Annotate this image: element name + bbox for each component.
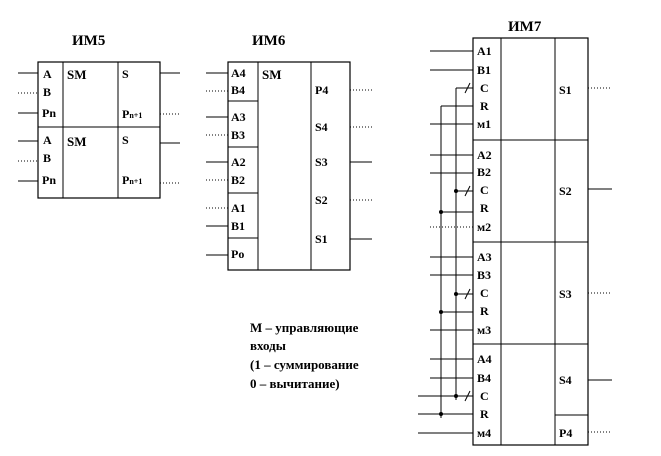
im7-s3-output: S3 — [559, 287, 572, 301]
im5-s1-output-s: S — [122, 67, 129, 81]
im7-s4-input-m: м4 — [477, 426, 491, 440]
im7-carry-output: P4 — [559, 426, 572, 440]
im5-s1-input-a: A — [43, 67, 52, 81]
im5-s1-input-b: B — [43, 85, 51, 99]
im7-s3-input-a3: A3 — [477, 250, 492, 264]
im7-c-junction-3 — [454, 292, 458, 296]
im7-r-junction-3 — [439, 310, 443, 314]
im6-output-s4: S4 — [315, 120, 328, 134]
im6-output-s2: S2 — [315, 193, 328, 207]
im7-s1-input-a1: A1 — [477, 44, 492, 58]
im6-input-a1: A1 — [231, 201, 246, 215]
im6-input-a4: A4 — [231, 66, 246, 80]
note-line-2: входы — [250, 338, 286, 353]
im7-s2-input-m: м2 — [477, 220, 491, 234]
im7-r-junction-4 — [439, 412, 443, 416]
note-line-3: (1 – суммирование — [250, 357, 359, 372]
im6-frame — [227, 61, 351, 271]
im6-core-label: SM — [262, 67, 282, 82]
im7-s4-input-c: C — [480, 389, 489, 403]
im5-title: ИМ5 — [72, 33, 105, 49]
im7-s2-input-b2: B2 — [477, 165, 491, 179]
im7-s3-input-r: R — [480, 304, 489, 318]
im5-s2-core-label: SM — [67, 134, 87, 149]
im7-c-junction-4 — [454, 394, 458, 398]
im5-s2-input-a: A — [43, 133, 52, 147]
im6-input-b4: B4 — [231, 83, 245, 97]
im6-input-po: Po — [231, 247, 244, 261]
im5-s1-input-pn: Pn — [42, 106, 56, 120]
note-line-1: М – управляющие — [250, 320, 359, 335]
im7-s4-input-r: R — [480, 407, 489, 421]
im7-block: ИМ7 A1 B1 C R м1 S1 A2 B2 C R м2 S2 A3 B… — [418, 19, 612, 446]
im6-input-b3: B3 — [231, 128, 245, 142]
im7-s2-input-a2: A2 — [477, 148, 492, 162]
im6-block: ИМ6 SM A4 B4 A3 B3 A2 B2 A1 B1 Po P4 S4 … — [206, 33, 372, 271]
im7-s4-clock-mark — [464, 390, 471, 402]
im7-s3-input-b3: B3 — [477, 268, 491, 282]
im5-block: ИМ5 A B Pn SM S Pn+1 A B Pn SM S Pn+1 — [18, 33, 180, 199]
im5-s1-core-label: SM — [67, 67, 87, 82]
im7-r-junction-2 — [439, 210, 443, 214]
im7-s1-input-c: C — [480, 81, 489, 95]
im6-output-p4: P4 — [315, 83, 328, 97]
im7-c-junction-2 — [454, 189, 458, 193]
im5-s2-input-b: B — [43, 151, 51, 165]
im7-s4-input-b4: B4 — [477, 371, 491, 385]
im7-s4-output: S4 — [559, 373, 572, 387]
im5-frame — [37, 61, 161, 199]
im7-s2-clock-mark — [464, 185, 471, 197]
im7-s2-output: S2 — [559, 184, 572, 198]
im7-s3-clock-mark — [464, 288, 471, 300]
im7-s3-input-c: C — [480, 286, 489, 300]
im6-input-b1: B1 — [231, 219, 245, 233]
im7-s3-input-m: м3 — [477, 323, 491, 337]
control-inputs-note: М – управляющие входы (1 – суммирование … — [250, 320, 359, 391]
im7-s1-input-b1: B1 — [477, 63, 491, 77]
im7-s1-output: S1 — [559, 83, 572, 97]
im5-s2-output-s: S — [122, 133, 129, 147]
im7-s2-input-r: R — [480, 201, 489, 215]
im7-s2-input-c: C — [480, 183, 489, 197]
im6-input-a3: A3 — [231, 110, 246, 124]
im6-output-s1: S1 — [315, 232, 328, 246]
im7-s4-input-a4: A4 — [477, 352, 492, 366]
im7-title: ИМ7 — [508, 19, 542, 35]
im6-input-b2: B2 — [231, 173, 245, 187]
im5-s2-output-p: Pn+1 — [122, 173, 142, 187]
im6-input-a2: A2 — [231, 155, 246, 169]
note-line-4: 0 – вычитание) — [250, 376, 340, 391]
im7-s1-input-r: R — [480, 99, 489, 113]
im5-s2-input-pn: Pn — [42, 173, 56, 187]
im6-output-s3: S3 — [315, 155, 328, 169]
im5-s1-output-p: Pn+1 — [122, 107, 142, 121]
im7-s1-input-m: м1 — [477, 117, 491, 131]
im7-s1-clock-mark — [464, 82, 471, 94]
im6-title: ИМ6 — [252, 33, 286, 49]
